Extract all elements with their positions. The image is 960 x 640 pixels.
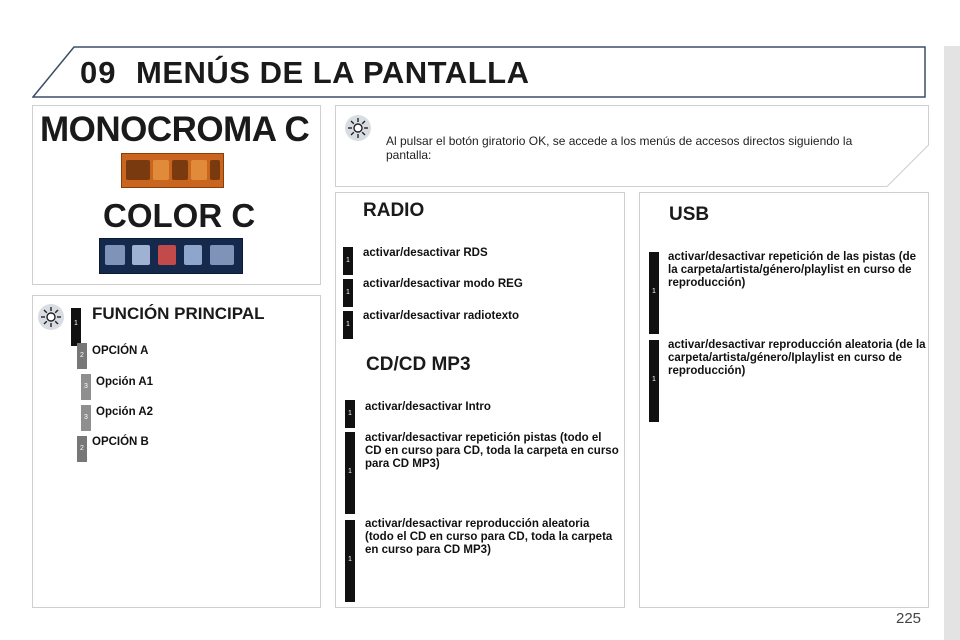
cd-repeat-toggle: activar/desactivar repetición pistas (to… (365, 432, 619, 470)
level-tag: 1 (345, 520, 355, 602)
header-frame (32, 46, 926, 98)
option-a2-label: Opción A2 (96, 406, 154, 418)
option-a1-label: Opción A1 (96, 376, 154, 388)
intro-text: Al pulsar el botón giratorio OK, se acce… (386, 134, 853, 162)
option-b-label: OPCIÓN B (92, 436, 149, 448)
usb-repeat-toggle: activar/desactivar repetición de las pis… (668, 251, 917, 289)
radio-text-toggle: activar/desactivar radiotexto (363, 310, 519, 322)
chapter-number: 09 (80, 55, 117, 90)
intro-panel (335, 105, 929, 187)
level-tag: 3 (81, 374, 91, 400)
cd-intro-toggle: activar/desactivar Intro (365, 401, 491, 413)
cd-shuffle-toggle: activar/desactivar reproducción aleatori… (365, 518, 613, 556)
level-tag: 1 (345, 432, 355, 514)
color-display-title: COLOR C (103, 197, 256, 234)
level-tag: 2 (77, 343, 87, 369)
usb-panel (639, 192, 929, 608)
level-tag: 1 (345, 400, 355, 428)
page-edge-strip (944, 46, 960, 640)
radio-rds-toggle: activar/desactivar RDS (363, 247, 488, 259)
level-tag: 1 (649, 252, 659, 334)
monochrome-screen-icon (121, 153, 224, 188)
monochrome-display-title: MONOCROMA C (40, 110, 310, 149)
display-types-panel (32, 105, 321, 285)
level-tag: 1 (649, 340, 659, 422)
main-function-title: FUNCIÓN PRINCIPAL (92, 304, 265, 323)
radio-cd-panel (335, 192, 625, 608)
level-tag: 3 (81, 405, 91, 431)
color-screen-icon (99, 238, 243, 274)
level-tag: 1 (343, 247, 353, 275)
usb-shuffle-toggle: activar/desactivar reproducción aleatori… (668, 339, 926, 377)
level-tag: 2 (77, 436, 87, 462)
level-tag: 1 (71, 308, 81, 346)
cd-section-title: CD/CD MP3 (366, 354, 471, 375)
sun-icon (38, 304, 64, 330)
sun-icon (345, 115, 371, 141)
radio-reg-toggle: activar/desactivar modo REG (363, 278, 523, 290)
usb-section-title: USB (669, 204, 710, 225)
radio-section-title: RADIO (363, 200, 425, 221)
page-title: MENÚS DE LA PANTALLA (136, 55, 530, 90)
page-number: 225 (896, 610, 922, 627)
option-a-label: OPCIÓN A (92, 345, 149, 357)
level-tag: 1 (343, 279, 353, 307)
level-tag: 1 (343, 311, 353, 339)
